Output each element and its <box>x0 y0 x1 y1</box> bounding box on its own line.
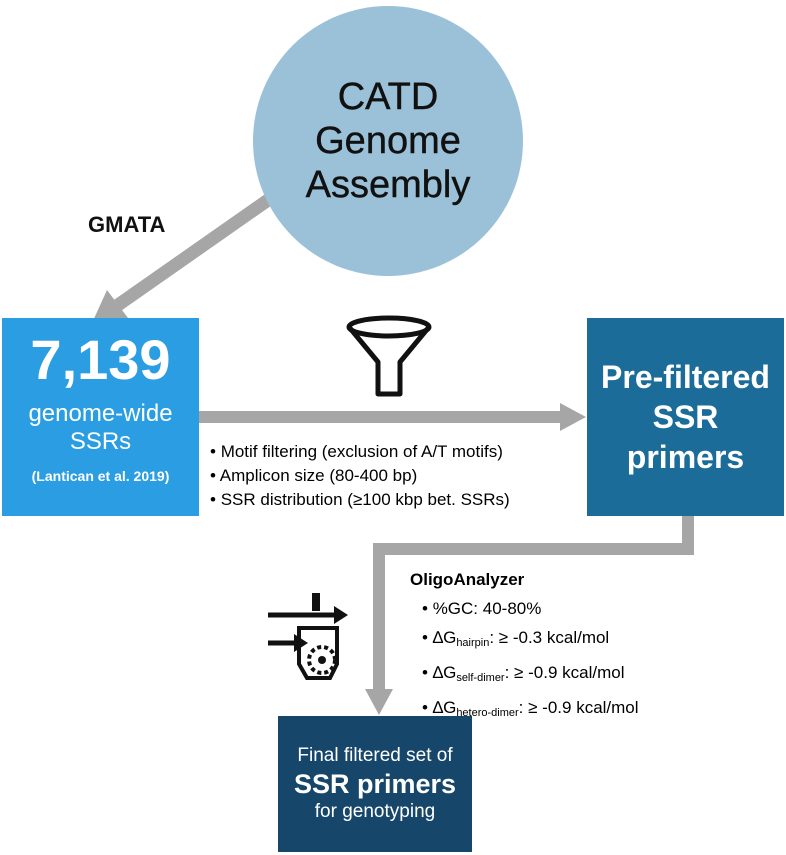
filter-arrow <box>199 403 586 431</box>
criterion-gc: • %GC: 40-80% <box>422 599 542 618</box>
prefiltered-primers-box: Pre-filtered SSR primers <box>587 318 784 516</box>
final-line-2: SSR primers <box>293 769 457 799</box>
genome-line-3: Assembly <box>305 164 471 206</box>
oligoanalyzer-title: OligoAnalyzer <box>410 570 525 589</box>
prefiltered-line-3: primers <box>626 439 745 475</box>
prefiltered-line-2: SSR <box>652 399 719 435</box>
filter-criteria-list: • Motif filtering (exclusion of A/T moti… <box>210 440 510 512</box>
criterion-amplicon: • Amplicon size (80-400 bp) <box>210 466 418 485</box>
ssr-citation: (Lantican et al. 2019) <box>31 468 170 484</box>
gmata-arrow <box>92 194 272 323</box>
processing-gear-icon <box>268 593 348 680</box>
genome-line-2: Genome <box>315 120 461 162</box>
prefiltered-line-1: Pre-filtered <box>601 359 770 395</box>
ssr-count: 7,139 <box>30 328 171 391</box>
criterion-self-dimer: • ∆Gself-dimer: ≥ -0.9 kcal/mol <box>422 663 625 684</box>
genome-line-1: CATD <box>337 76 439 118</box>
final-line-1: Final filtered set of <box>297 745 453 766</box>
criterion-hetero-dimer: • ∆Ghetero-dimer: ≥ -0.9 kcal/mol <box>422 698 639 719</box>
criterion-hairpin: • ∆Ghairpin: ≥ -0.3 kcal/mol <box>422 628 610 649</box>
criterion-motif: • Motif filtering (exclusion of A/T moti… <box>210 442 503 461</box>
oligo-criteria-list: • %GC: 40-80% • ∆Ghairpin: ≥ -0.3 kcal/m… <box>422 594 639 728</box>
ssr-line-1: genome-wide <box>28 400 173 427</box>
gmata-label: GMATA <box>88 212 166 237</box>
criterion-distribution: • SSR distribution (≥100 kbp bet. SSRs) <box>210 490 510 509</box>
final-line-3: for genotyping <box>314 801 436 822</box>
funnel-icon <box>346 315 432 397</box>
ssr-line-2: SSRs <box>69 428 132 455</box>
genome-wide-ssr-box: 7,139 genome-wide SSRs (Lantican et al. … <box>2 318 199 516</box>
final-primers-box: Final filtered set of SSR primers for ge… <box>278 716 472 852</box>
oligo-arrow <box>365 516 694 715</box>
genome-assembly-node: CATD Genome Assembly <box>253 6 523 276</box>
